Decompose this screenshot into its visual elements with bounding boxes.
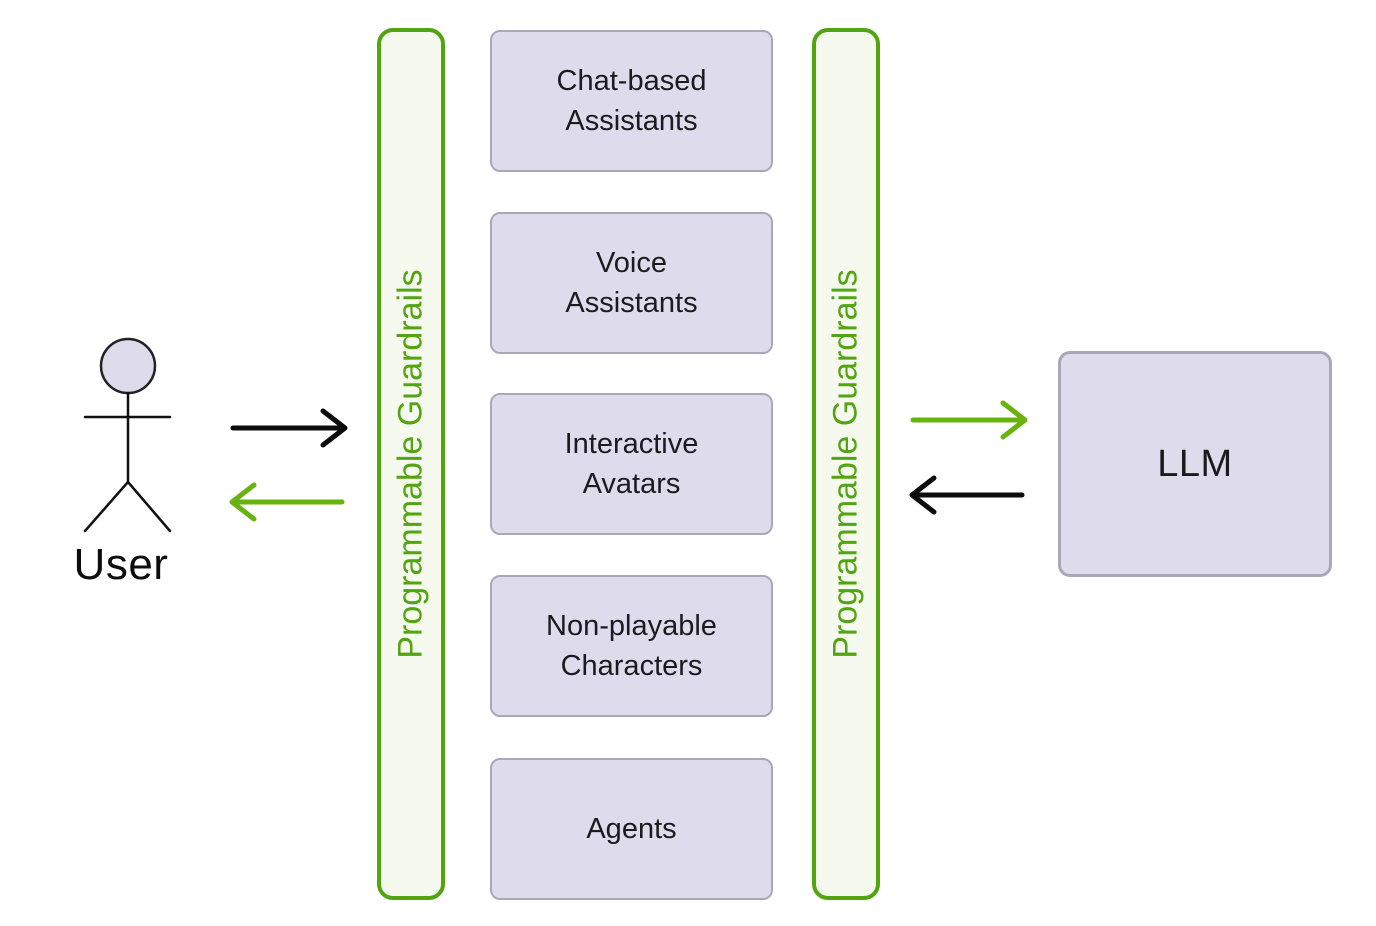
app-box-non-playable-characters: Non-playable Characters bbox=[490, 575, 773, 717]
arrow-llm-to-guardrails bbox=[909, 475, 1025, 515]
arrow-guardrails-to-llm bbox=[910, 400, 1028, 440]
app-box-interactive-avatars: Interactive Avatars bbox=[490, 393, 773, 535]
arrow-user-to-guardrails bbox=[230, 408, 348, 448]
app-box-label: Characters bbox=[560, 650, 703, 682]
app-box-chat-based-assistants: Chat-based Assistants bbox=[490, 30, 773, 172]
guardrails-left-label: Programmable Guardrails bbox=[391, 269, 430, 659]
llm-label: LLM bbox=[1157, 442, 1233, 485]
app-box-agents: Agents bbox=[490, 758, 773, 900]
app-box-label: Assistants bbox=[565, 287, 698, 319]
app-box-label: Assistants bbox=[565, 105, 698, 137]
guardrails-right-label: Programmable Guardrails bbox=[826, 269, 865, 659]
user-label: User bbox=[73, 540, 169, 589]
app-box-label: Voice bbox=[596, 246, 667, 279]
guardrails-bar-right: Programmable Guardrails bbox=[812, 28, 880, 900]
app-box-label: Non-playable bbox=[546, 609, 717, 642]
llm-box: LLM bbox=[1058, 351, 1332, 577]
guardrails-bar-left: Programmable Guardrails bbox=[377, 28, 445, 900]
app-box-label: Avatars bbox=[582, 468, 681, 500]
app-box-label: Agents bbox=[586, 812, 677, 845]
app-box-label: Interactive bbox=[564, 427, 699, 460]
app-box-label: Chat-based bbox=[556, 64, 707, 97]
arrow-guardrails-to-user bbox=[229, 482, 345, 522]
app-box-voice-assistants: Voice Assistants bbox=[490, 212, 773, 354]
user-stick-figure-icon bbox=[83, 337, 172, 533]
